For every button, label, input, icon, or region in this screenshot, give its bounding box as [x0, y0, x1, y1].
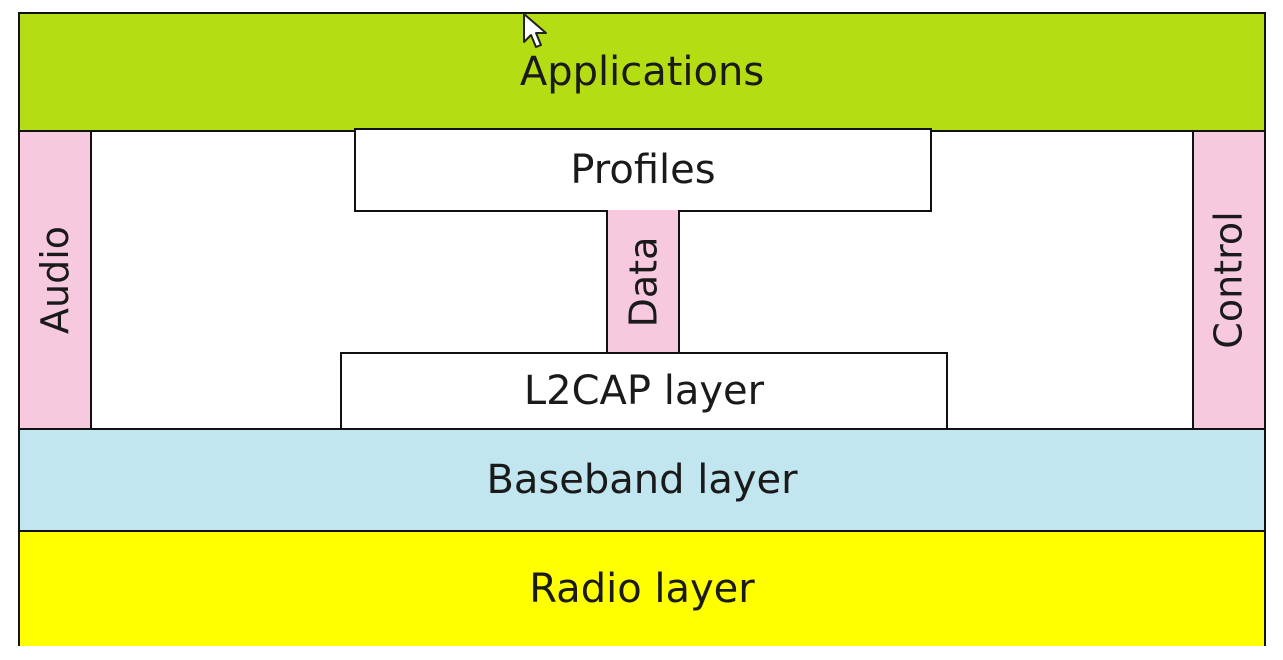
l2cap-label: L2CAP layer — [523, 368, 765, 414]
bluetooth-layer-diagram: Applications Audio Control Profiles Data… — [18, 12, 1266, 646]
applications-layer: Applications — [20, 14, 1264, 132]
control-label: Control — [1207, 211, 1251, 349]
radio-label: Radio layer — [529, 566, 755, 612]
profiles-label: Profiles — [570, 147, 716, 193]
data-label: Data — [621, 236, 666, 328]
audio-bar: Audio — [20, 132, 92, 428]
radio-layer: Radio layer — [20, 532, 1264, 646]
profiles-box: Profiles — [354, 128, 932, 212]
audio-label: Audio — [33, 225, 78, 335]
applications-label: Applications — [519, 49, 765, 95]
mouse-pointer-icon — [523, 13, 547, 48]
baseband-label: Baseband layer — [486, 457, 798, 503]
baseband-layer: Baseband layer — [20, 428, 1264, 532]
data-bar: Data — [606, 210, 680, 354]
control-bar: Control — [1192, 132, 1264, 428]
l2cap-layer-box: L2CAP layer — [340, 352, 948, 430]
